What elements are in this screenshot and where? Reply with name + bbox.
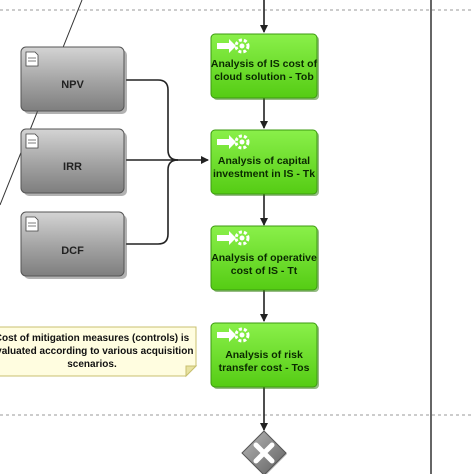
function-tos[interactable]: Analysis of risk transfer cost - Tos — [210, 322, 319, 389]
document-label: NPV — [61, 79, 84, 91]
function-gear-arrow-icon — [217, 230, 250, 246]
function-label-line-1: Analysis of operative — [211, 252, 317, 264]
document-label: IRR — [63, 161, 82, 173]
document-irr[interactable]: IRR — [20, 128, 127, 196]
function-label-line-2: investment in IS - Tk — [213, 168, 315, 180]
function-tt[interactable]: Analysis of operative cost of IS - Tt — [210, 225, 319, 292]
document-npv[interactable]: NPV — [20, 46, 127, 114]
document-body — [20, 46, 125, 112]
function-label-line-1: Analysis of capital — [218, 155, 310, 167]
function-gear-arrow-icon — [217, 327, 250, 343]
note-line-2: evaluated according to various acquisiti… — [0, 346, 193, 357]
document-icon — [25, 216, 39, 232]
note-folded-corner — [185, 365, 198, 378]
function-label-line-2: transfer cost - Tos — [219, 362, 310, 374]
connectors — [126, 0, 268, 431]
document-body — [20, 128, 125, 194]
function-gear-arrow-icon — [217, 38, 250, 54]
document-dcf[interactable]: DCF — [20, 211, 127, 279]
function-tk[interactable]: Analysis of capital investment in IS - T… — [210, 129, 319, 196]
annotation-note[interactable]: Cost of mitigation measures (controls) i… — [0, 326, 198, 378]
function-label-line-1: Analysis of IS cost of — [211, 58, 318, 70]
close-x-icon — [253, 442, 275, 464]
function-body — [210, 129, 318, 195]
document-body — [20, 211, 125, 277]
function-body — [210, 322, 318, 388]
document-label: DCF — [61, 245, 84, 257]
note-line-3: scenarios. — [67, 359, 117, 370]
note-line-1: Cost of mitigation measures (controls) i… — [0, 333, 190, 344]
function-body — [210, 225, 318, 291]
function-tob[interactable]: Analysis of IS cost of cloud solution - … — [210, 33, 319, 100]
connector-npv-tk — [126, 79, 179, 161]
function-label-line-2: cloud solution - Tob — [214, 71, 314, 83]
function-label-line-1: Analysis of risk — [225, 349, 303, 361]
function-label-line-2: cost of IS - Tt — [231, 265, 298, 277]
function-gear-arrow-icon — [217, 134, 250, 150]
connector-dcf-tk — [126, 159, 179, 245]
function-body — [210, 33, 318, 99]
document-icon — [25, 51, 39, 67]
document-icon — [25, 133, 39, 149]
xor-gateway[interactable] — [241, 430, 287, 474]
